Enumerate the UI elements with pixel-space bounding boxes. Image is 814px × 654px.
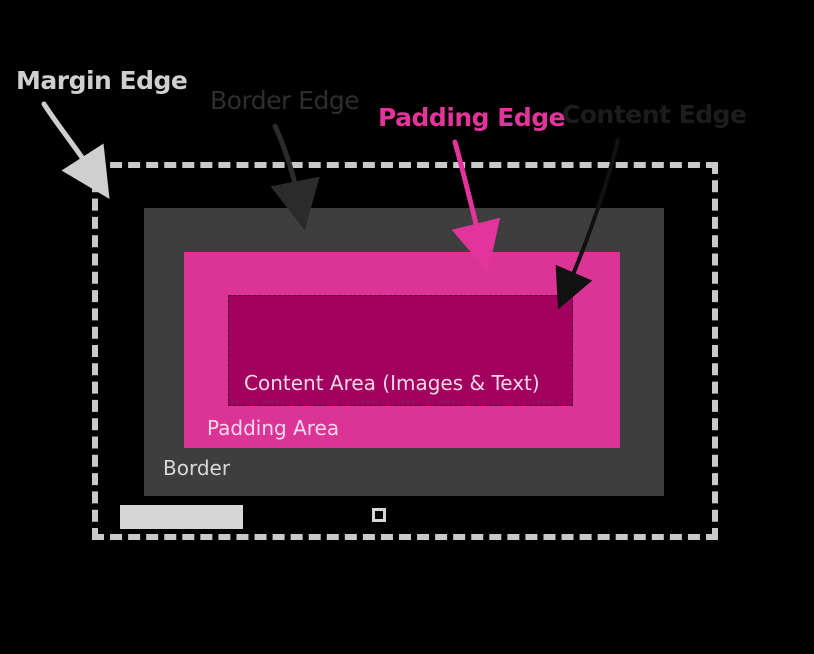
content-edge-arrow [555,138,620,310]
border-label: Border [163,456,231,480]
margin-area-label: Margin Area [120,505,243,529]
content-edge-label: Content Edge [562,100,747,129]
margin-area-label-end-marker [372,508,386,522]
border-edge-arrow [270,123,320,231]
margin-edge-dashed-outline [92,162,718,540]
content-area [228,295,573,406]
margin-edge-arrow [41,101,110,200]
padding-area-label: Padding Area [207,416,340,440]
padding-edge-arrow [451,139,501,273]
content-area-label: Content Area (Images & Text) [244,371,540,395]
padding-edge-label: Padding Edge [378,103,566,132]
border-edge-label: Border Edge [210,86,360,115]
margin-edge-label: Margin Edge [16,66,188,95]
